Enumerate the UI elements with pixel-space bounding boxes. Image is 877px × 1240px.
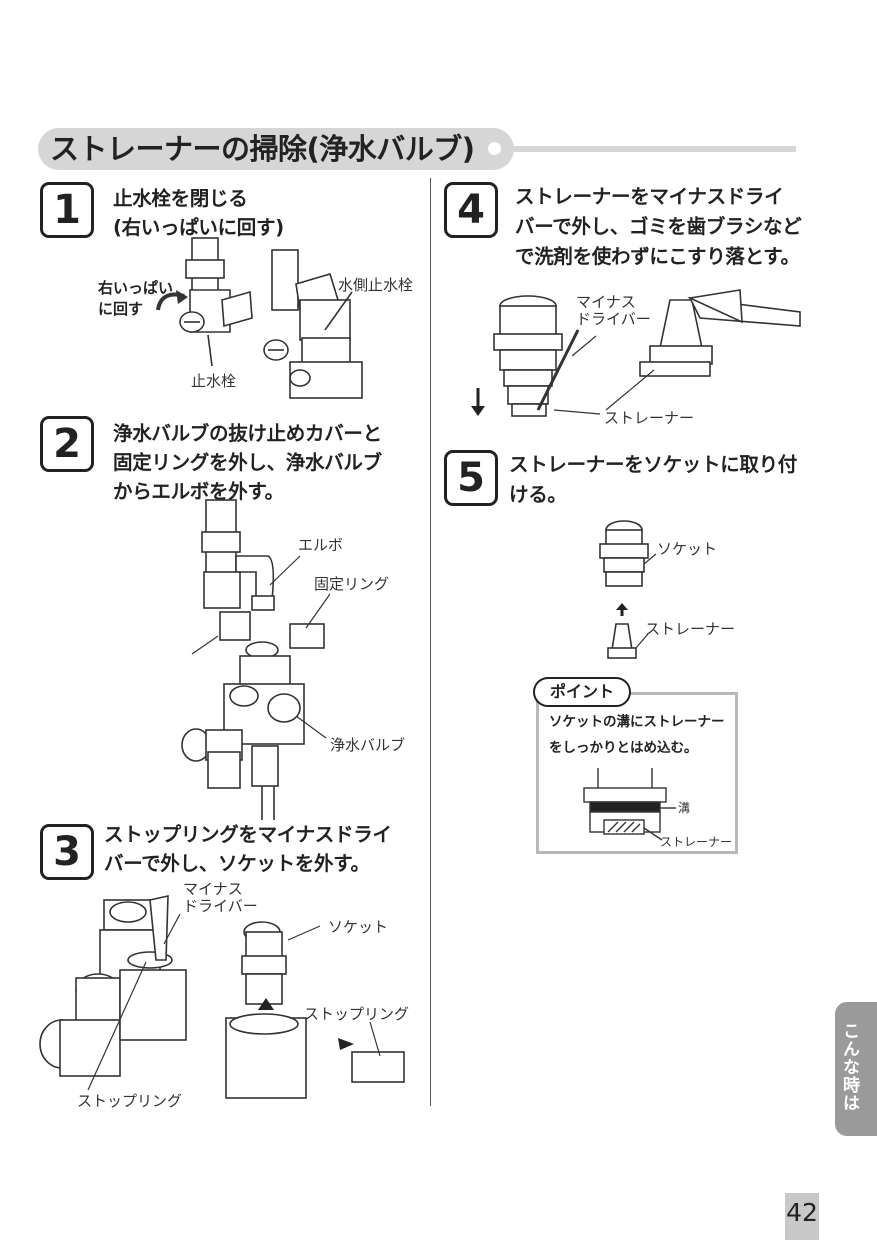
strainer-label-point: ストレーナー [660, 835, 733, 849]
step-2-line-3: からエルボを外す。 [113, 480, 284, 503]
turn-right-label-line-1: 右いっぱい [98, 279, 174, 297]
groove-label: 溝 [678, 801, 691, 815]
step-4-line-2: バーで外し、ゴミを歯ブラシなど [515, 215, 802, 238]
minus-driver-label-step3: マイナス ドライバー [183, 881, 258, 915]
turn-right-label: 右いっぱい に回す [98, 278, 173, 320]
step-2-text: 浄水バルブの抜け止めカバーと 固定リングを外し、浄水バルブ からエルボを外す。 [113, 419, 382, 506]
step-3-line-2: バーで外し、ソケットを外す。 [104, 852, 370, 875]
step-2-line-2: 固定リングを外し、浄水バルブ [113, 451, 382, 474]
step-2-number: 2 [40, 416, 94, 472]
stop-ring-label-left: ストップリング [77, 1092, 183, 1110]
step-3-text: ストップリングをマイナスドライ バーで外し、ソケットを外す。 [104, 820, 392, 878]
minus-driver-label-line-1: マイナス [183, 880, 243, 898]
side-tab-label: こんな時は [839, 1022, 859, 1112]
step-4-number: 4 [444, 182, 498, 238]
title-dot-decoration [488, 142, 501, 155]
column-divider [430, 178, 431, 1106]
page-number: 42 [786, 1198, 818, 1227]
stop-valve-label: 止水栓 [191, 372, 237, 390]
page-number-background [785, 1193, 819, 1240]
strainer-label-step4: ストレーナー [604, 409, 695, 427]
step-1-number: 1 [40, 182, 94, 238]
water-side-stop-valve-label: 水側止水栓 [338, 276, 414, 294]
point-text: ソケットの溝にストレーナー をしっかりとはめ込む。 [549, 709, 725, 761]
step-4-text: ストレーナーをマイナスドライ バーで外し、ゴミを歯ブラシなど で洗剤を使わずにこ… [515, 182, 802, 272]
turn-right-label-line-2: に回す [98, 300, 144, 318]
side-tab[interactable] [835, 1002, 877, 1136]
step-2-line-1: 浄水バルブの抜け止めカバーと [113, 422, 382, 445]
step-3-line-1: ストップリングをマイナスドライ [104, 823, 392, 846]
minus-driver-label-step4-line-2: ドライバー [576, 310, 651, 328]
step-1-line-2: (右いっぱいに回す) [113, 216, 284, 239]
step-1-text: 止水栓を閉じる (右いっぱいに回す) [113, 184, 284, 242]
socket-label-step5: ソケット [657, 540, 718, 558]
stop-ring-label-right: ストップリング [304, 1005, 410, 1023]
step-4-line-3: で洗剤を使わずにこすり落とす。 [515, 245, 800, 268]
purifier-valve-label: 浄水バルブ [330, 736, 406, 754]
step-5-line-1: ストレーナーをソケットに取り付 [509, 453, 798, 476]
step-5-number: 5 [444, 450, 498, 506]
strainer-label-step5: ストレーナー [645, 620, 736, 638]
point-line-1: ソケットの溝にストレーナー [549, 714, 725, 730]
minus-driver-label-line-2: ドライバー [183, 897, 258, 915]
title-rule [514, 146, 796, 152]
minus-driver-label-step4: マイナス ドライバー [576, 294, 651, 328]
step-1-line-1: 止水栓を閉じる [113, 187, 248, 210]
step-5-text: ストレーナーをソケットに取り付 ける。 [509, 450, 797, 510]
page-title: ストレーナーの掃除(浄水バルブ) [50, 132, 475, 166]
fixing-ring-label: 固定リング [314, 575, 390, 593]
minus-driver-label-step4-line-1: マイナス [576, 293, 636, 311]
section-title-background [38, 128, 514, 170]
elbow-label: エルボ [298, 536, 344, 554]
step-5-line-2: ける。 [509, 483, 567, 506]
socket-label-step3: ソケット [328, 918, 389, 936]
step-4-line-1: ストレーナーをマイナスドライ [515, 185, 784, 208]
step-3-number: 3 [40, 824, 94, 880]
point-line-2: をしっかりとはめ込む。 [549, 740, 698, 756]
point-tag: ポイント [533, 677, 631, 707]
